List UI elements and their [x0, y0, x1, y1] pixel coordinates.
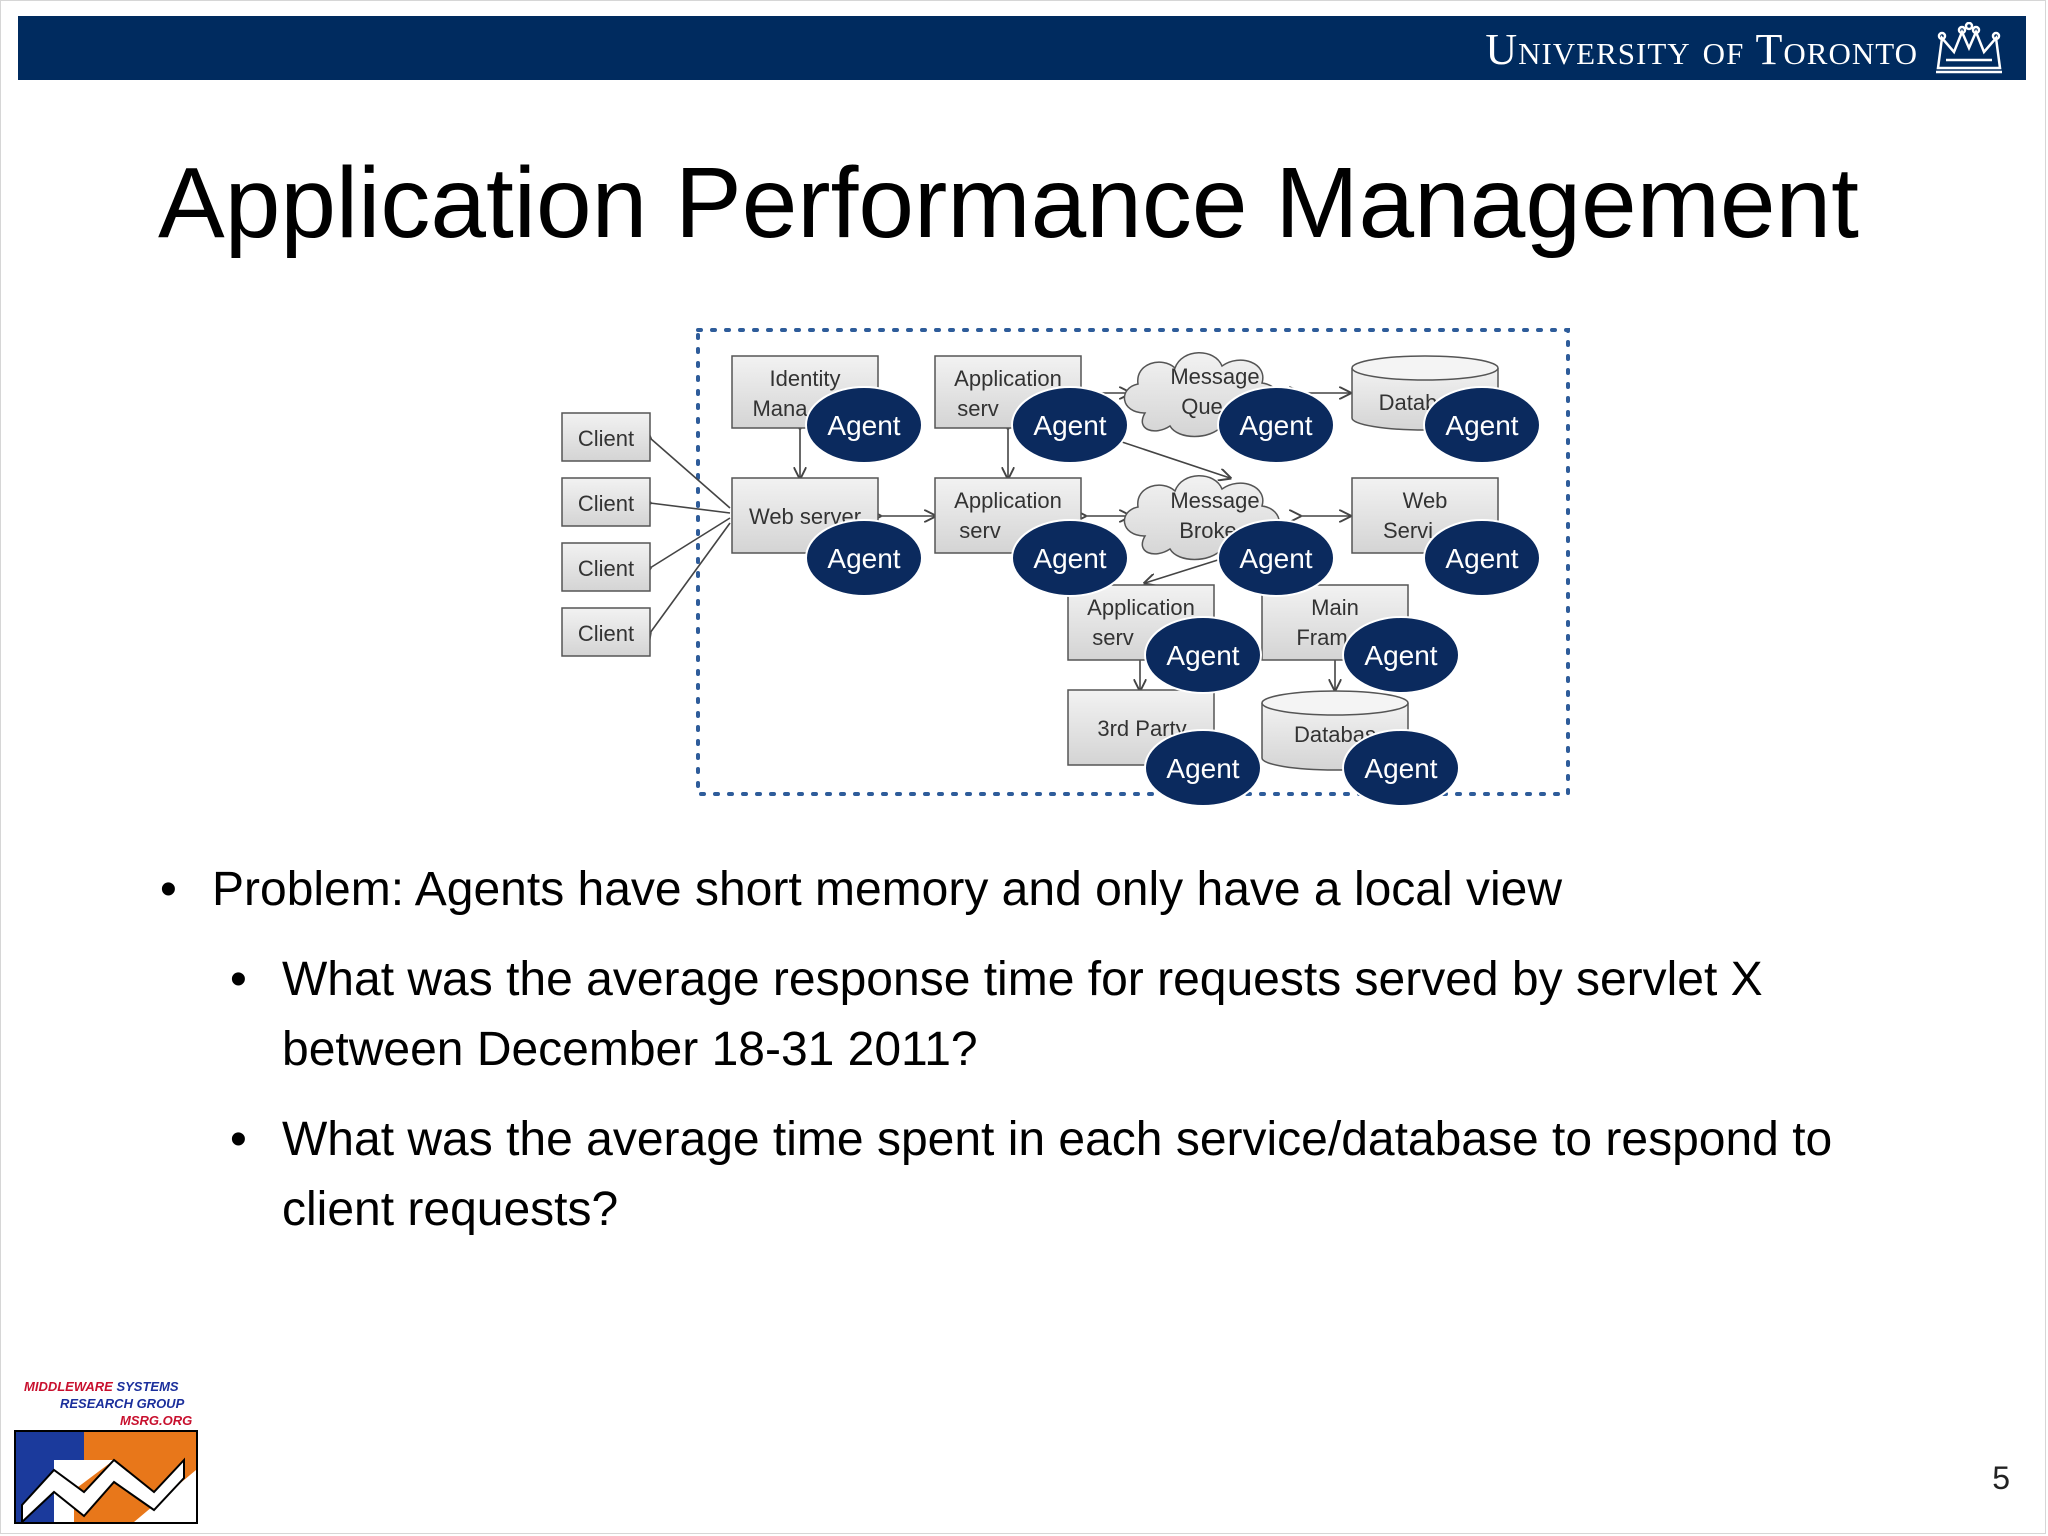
bullet-text: What was the average response time for r…	[282, 953, 1763, 1076]
client-boxes: Client Client Client Client	[561, 412, 651, 657]
agent-badge: Agent	[805, 386, 923, 464]
architecture-diagram-svg: Client Client Client Client	[561, 328, 1570, 807]
agent-label: Agent	[1364, 640, 1437, 671]
agent-label: Agent	[1239, 543, 1312, 574]
bullet-text: Problem: Agents have short memory and on…	[212, 863, 1563, 916]
agent-label: Agent	[1445, 410, 1518, 441]
logo-line-1-blue: SYSTEMS	[116, 1379, 179, 1394]
agent-badge: Agent	[805, 519, 923, 597]
client-label: Client	[578, 491, 634, 516]
bullet-item-question-2: • What was the average time spent in eac…	[230, 1105, 1920, 1245]
logo-line-1: MIDDLEWARE SYSTEMS	[24, 1379, 179, 1394]
bullet-marker: •	[230, 953, 247, 1006]
component-boxes	[731, 355, 1499, 766]
agent-label: Agent	[1033, 543, 1106, 574]
msrg-mark-icon	[14, 1430, 198, 1524]
slide-title: Application Performance Management	[158, 147, 1859, 259]
web-server-box	[731, 477, 879, 554]
agent-badge: Agent	[1217, 519, 1335, 597]
top-banner: University of Toronto	[18, 16, 2026, 80]
agent-label: Agent	[1445, 543, 1518, 574]
application-server-label: serv	[957, 396, 999, 421]
message-queue-label: Message	[1170, 364, 1259, 389]
page-number: 5	[1992, 1460, 2010, 1496]
agent-label: Agent	[827, 543, 900, 574]
application-server-label: Application	[954, 366, 1062, 391]
agent-label: Agent	[1033, 410, 1106, 441]
main-frame-label: Main	[1311, 595, 1359, 620]
agent-label: Agent	[1166, 640, 1239, 671]
bullet-text: What was the average time spent in each …	[282, 1113, 1833, 1236]
identity-manager-label: Mana	[752, 396, 808, 421]
architecture-diagram: Client Client Client Client	[550, 318, 1580, 808]
agent-badge: Agent	[1144, 729, 1262, 807]
agent-badge: Agent	[1342, 616, 1460, 694]
agent-label: Agent	[1239, 410, 1312, 441]
university-name: University of Toronto	[1485, 25, 1918, 74]
logo-line-2: RESEARCH GROUP	[60, 1396, 185, 1411]
msrg-logo: MIDDLEWARE SYSTEMS RESEARCH GROUP MSRG.O…	[14, 1376, 204, 1526]
agent-badge: Agent	[1011, 519, 1129, 597]
agent-badges: Agent Agent Agent Agent Agent Agent Agen…	[805, 386, 1541, 807]
agent-badge: Agent	[1423, 386, 1541, 464]
message-broker-label: Message	[1170, 488, 1259, 513]
bullet-item-problem: • Problem: Agents have short memory and …	[160, 855, 1920, 925]
client-label: Client	[578, 621, 634, 646]
agent-badge: Agent	[1342, 729, 1460, 807]
agent-boundary	[696, 328, 1570, 796]
agent-badge: Agent	[1423, 519, 1541, 597]
identity-manager-label: Identity	[770, 366, 841, 391]
agent-label: Agent	[1166, 753, 1239, 784]
bullet-marker: •	[230, 1113, 247, 1166]
crown-crest-icon	[1936, 22, 2002, 74]
agent-label: Agent	[827, 410, 900, 441]
logo-line-1-red: MIDDLEWARE	[24, 1379, 117, 1394]
agent-badge: Agent	[1144, 616, 1262, 694]
application-server-label: serv	[1092, 625, 1134, 650]
application-server-label: serv	[959, 518, 1001, 543]
connections	[650, 393, 1350, 690]
application-server-label: Application	[1087, 595, 1195, 620]
bullet-item-question-1: • What was the average response time for…	[230, 945, 1920, 1085]
message-queue-label: Que	[1181, 394, 1223, 419]
web-service-label: Servi	[1383, 518, 1433, 543]
bullet-marker: •	[160, 863, 177, 916]
agent-badge: Agent	[1217, 386, 1335, 464]
main-frame-label: Fram	[1296, 625, 1347, 650]
client-label: Client	[578, 556, 634, 581]
agent-label: Agent	[1364, 753, 1437, 784]
logo-line-3: MSRG.ORG	[120, 1413, 193, 1428]
application-server-label: Application	[954, 488, 1062, 513]
client-label: Client	[578, 426, 634, 451]
web-service-label: Web	[1403, 488, 1448, 513]
agent-badge: Agent	[1011, 386, 1129, 464]
